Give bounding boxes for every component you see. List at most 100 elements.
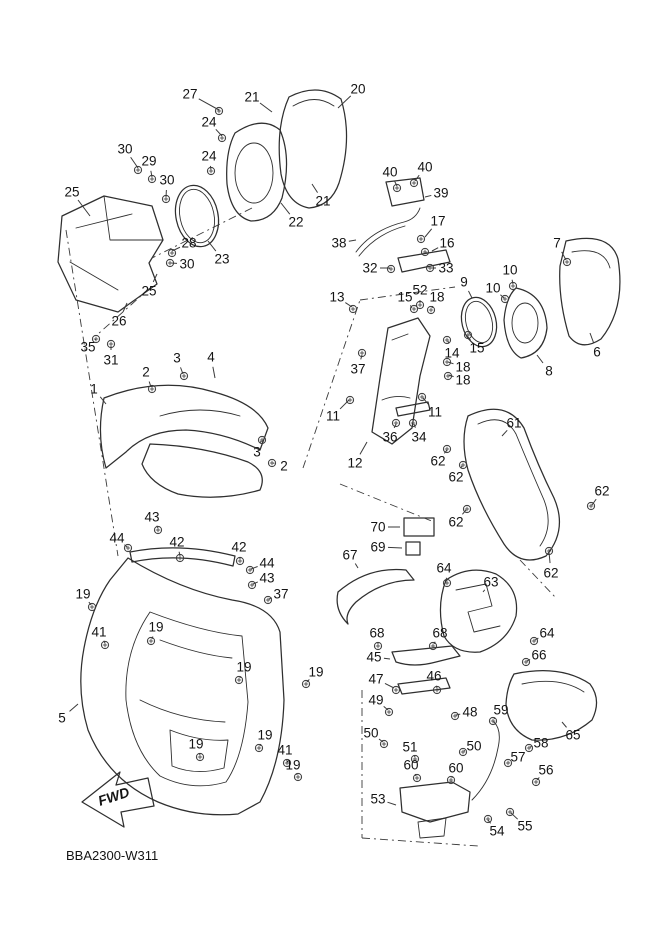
part-detail xyxy=(464,300,494,344)
part-callout-1: 1 xyxy=(90,382,98,397)
part-outlines: FWD BBA2300-W311 xyxy=(57,89,621,863)
part-callout-29: 29 xyxy=(141,154,156,169)
screw-icon xyxy=(179,371,189,381)
leader-line xyxy=(280,202,291,215)
screw-icon xyxy=(521,657,531,667)
leader-line xyxy=(250,566,258,570)
part-detail xyxy=(75,213,133,229)
screw-icon xyxy=(450,711,460,721)
screw-head xyxy=(301,679,311,689)
part-callout-39: 39 xyxy=(433,186,448,201)
construction-line xyxy=(65,229,119,557)
screw-head xyxy=(417,392,427,402)
leader-line xyxy=(359,441,368,455)
leader-line xyxy=(501,430,508,437)
leader-line xyxy=(529,745,532,748)
screw-icon xyxy=(247,580,257,590)
part-detail xyxy=(178,188,216,244)
screw-icon xyxy=(263,595,273,605)
screw-head xyxy=(412,773,422,783)
screw-icon xyxy=(483,814,493,824)
part-detail xyxy=(571,250,611,269)
part-detail xyxy=(391,333,409,341)
screw-head xyxy=(463,330,473,340)
screw-icon xyxy=(505,807,515,817)
part-detail xyxy=(159,409,241,417)
part-callout-30: 30 xyxy=(179,257,194,272)
screw-icon xyxy=(133,165,143,175)
screw-head xyxy=(462,504,472,514)
leader-line xyxy=(413,423,416,428)
part-detail xyxy=(139,699,226,723)
part-outline-plate-70 xyxy=(403,517,435,537)
leader-line xyxy=(215,128,223,137)
screw-head xyxy=(146,636,156,646)
leader-line xyxy=(77,199,91,217)
screw-head xyxy=(263,595,273,605)
leader-line xyxy=(384,683,395,689)
part-outline-panel-61 xyxy=(463,408,560,561)
part-callout-10: 10 xyxy=(485,281,500,296)
part-callout-55: 55 xyxy=(517,819,532,834)
part-detail xyxy=(292,99,335,107)
leader-line xyxy=(435,685,438,689)
screw-icon xyxy=(234,675,244,685)
screw-icon xyxy=(392,183,402,193)
part-outline-bracket-53 xyxy=(399,781,471,823)
part-outline-bracket-39 xyxy=(385,177,425,207)
leader-line xyxy=(259,102,273,113)
part-outline-cover-6 xyxy=(559,237,621,346)
part-callout-64: 64 xyxy=(539,626,555,641)
screw-icon xyxy=(301,679,311,689)
part-outline-strip xyxy=(129,547,236,567)
screw-head xyxy=(214,106,224,116)
screw-icon xyxy=(408,418,418,428)
part-callout-37: 37 xyxy=(273,587,288,602)
part-callout-25: 25 xyxy=(64,185,79,200)
part-callout-17: 17 xyxy=(430,214,445,229)
part-detail xyxy=(381,395,411,401)
leader-line xyxy=(259,440,262,443)
screw-head xyxy=(524,743,534,753)
leader-line xyxy=(447,361,454,365)
part-callout-23: 23 xyxy=(214,252,229,267)
screw-icon xyxy=(442,444,452,454)
part-callout-33: 33 xyxy=(438,261,453,276)
screw-icon xyxy=(416,234,426,244)
screw-icon xyxy=(87,602,97,612)
part-outline-cover-65 xyxy=(505,670,598,741)
part-callout-44: 44 xyxy=(109,531,125,546)
part-outline-wire xyxy=(358,225,406,257)
leader-line xyxy=(589,332,595,343)
part-outline-stay xyxy=(397,249,451,273)
part-outline-windshield xyxy=(278,89,348,209)
leader-line xyxy=(448,374,454,378)
part-outline-meter-visor xyxy=(226,122,288,222)
screw-head xyxy=(254,743,264,753)
screw-head xyxy=(442,444,452,454)
leader-line xyxy=(151,636,154,640)
part-callout-30: 30 xyxy=(159,173,174,188)
part-outline-handlebar-lower xyxy=(141,443,263,498)
part-detail xyxy=(521,680,585,693)
screw-icon xyxy=(384,707,394,717)
part-callout-61: 61 xyxy=(506,416,521,431)
part-callout-19: 19 xyxy=(308,665,323,680)
leader-line xyxy=(171,246,181,252)
leader-line xyxy=(414,773,417,777)
screw-icon xyxy=(100,640,110,650)
screw-head xyxy=(87,602,97,612)
part-callout-21: 21 xyxy=(244,90,259,105)
screw-icon xyxy=(254,743,264,753)
part-callout-64: 64 xyxy=(436,561,452,576)
part-callout-51: 51 xyxy=(402,740,417,755)
screw-head xyxy=(500,294,510,304)
screw-icon xyxy=(257,435,267,445)
screw-head xyxy=(384,707,394,717)
part-callout-53: 53 xyxy=(370,792,385,807)
leader-line xyxy=(252,581,259,585)
leader-line xyxy=(337,95,352,109)
fwd-arrow: FWD xyxy=(81,771,155,828)
part-callout-42: 42 xyxy=(169,535,184,550)
